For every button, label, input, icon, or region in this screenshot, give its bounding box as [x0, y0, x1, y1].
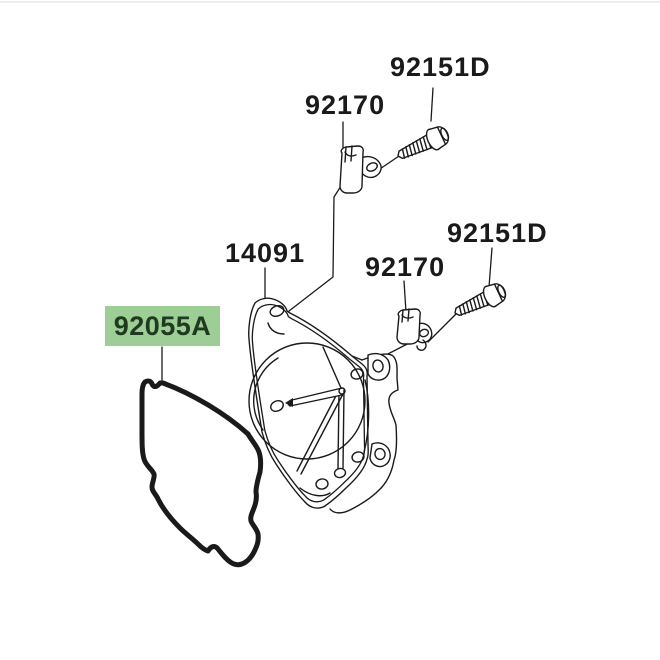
clamp-drawing-top [339, 145, 382, 194]
part-label-clamp-right: 92170 [365, 252, 446, 282]
part-label-cover: 14091 [225, 238, 306, 268]
part-label-clamp-top: 92170 [305, 90, 386, 120]
bolt-drawing-top [392, 122, 453, 167]
image-top-edge [0, 1, 660, 3]
cover-drawing [248, 297, 399, 514]
part-label-bolt-top: 92151D [390, 52, 491, 82]
gasket-drawing [139, 378, 264, 568]
part-label-gasket-highlighted: 92055A [105, 306, 220, 346]
bolt-drawing-right [449, 279, 510, 324]
clamp-drawing-right [396, 308, 433, 351]
part-label-bolt-right: 92151D [447, 218, 548, 248]
